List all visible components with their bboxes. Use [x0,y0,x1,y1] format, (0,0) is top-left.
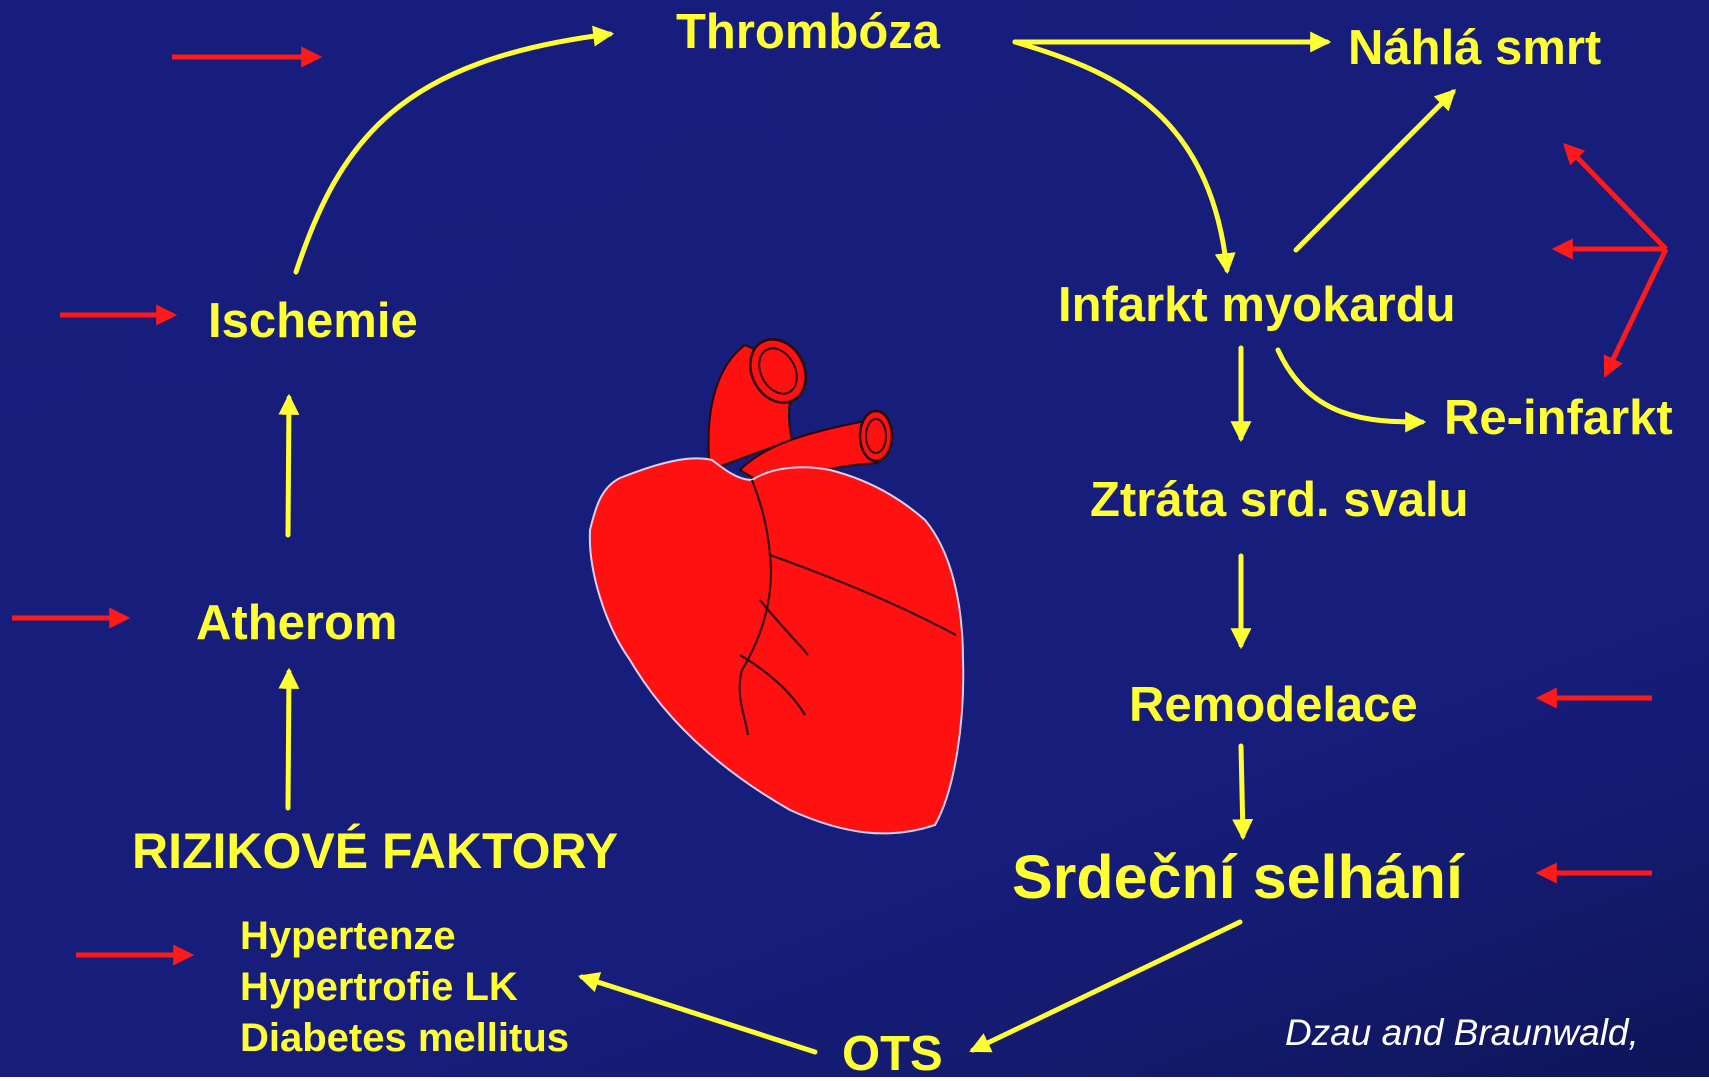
risk-factor-item: Hypertenze [240,916,456,956]
node-heart-failure: Srdeční selhání [1012,847,1463,908]
arrow-atheroma-to-ischemia [288,398,289,535]
node-reinfarction: Re-infarkt [1444,394,1673,443]
heart-icon [590,330,963,834]
risk-factor-item: Diabetes mellitus [240,1018,569,1058]
arrow-infarction-to-reinfarction [1278,350,1422,422]
citation: Dzau and Braunwald, [1285,1014,1639,1051]
node-risk-factors: RIZIKOVÉ FAKTORY [132,826,618,876]
risk-factor-item: Hypertrofie LK [240,967,518,1007]
node-death: OTS [842,1030,943,1079]
arrow-heart-failure-to-death [973,922,1240,1050]
arrow-death-to-risk-factors [582,977,815,1052]
intervention-arrow-reinfarction-down [1606,249,1666,374]
node-sudden-death: Náhlá smrt [1348,24,1601,73]
node-muscle-loss: Ztráta srd. svalu [1090,476,1469,525]
intervention-arrow-reinfarction-up [1566,146,1666,249]
node-ischemia: Ischemie [208,297,418,346]
arrow-risk-factors-to-atheroma [288,672,289,808]
arrow-infarction-to-sudden-death [1296,92,1453,250]
node-atheroma: Atherom [196,599,397,648]
arrow-remodeling-to-heart-failure [1241,746,1243,836]
arrow-thrombosis-to-infarction [1015,42,1227,270]
node-infarction: Infarkt myokardu [1058,281,1456,330]
arrow-ischemia-to-thrombosis [296,34,610,272]
node-remodeling: Remodelace [1129,681,1418,730]
node-thrombosis: Thrombóza [676,8,940,57]
